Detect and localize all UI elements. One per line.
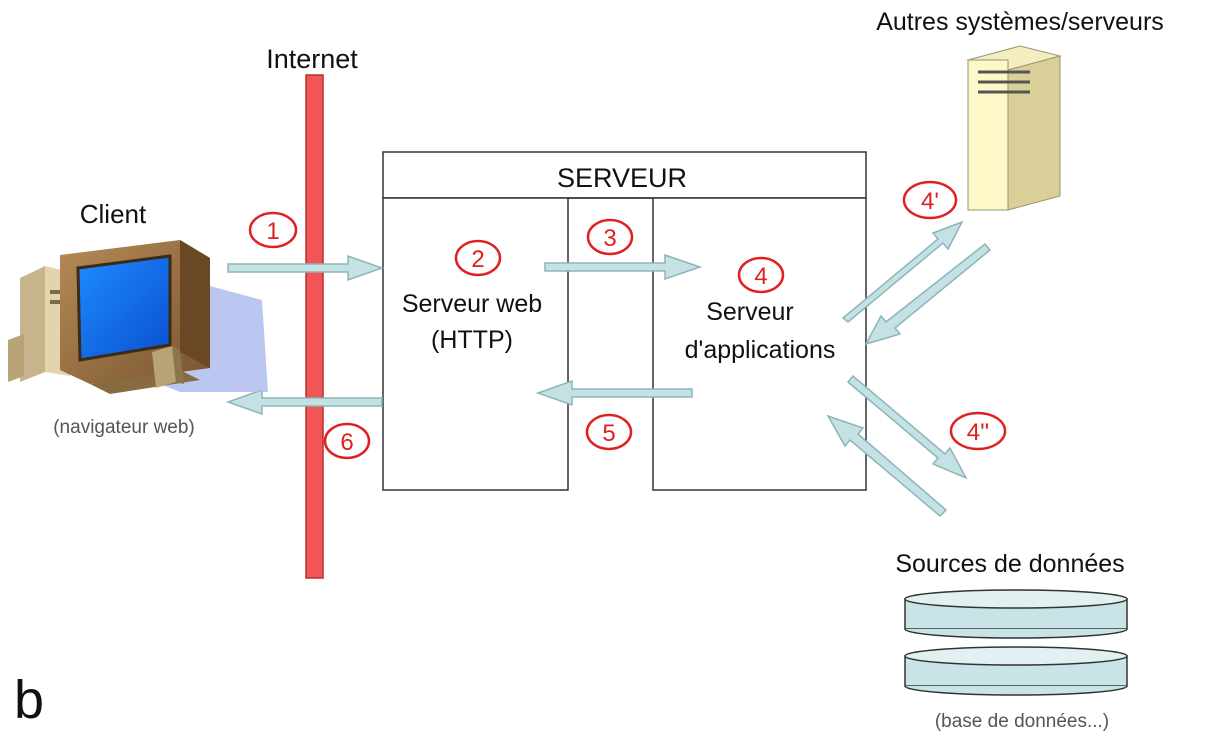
arrow-app-to-data <box>846 374 968 480</box>
arrow-step-6 <box>225 388 383 416</box>
step-1-badge: 1 <box>248 211 298 249</box>
database-icon <box>904 589 1128 696</box>
other-systems-label: Autres systèmes/serveurs <box>876 8 1164 36</box>
app-server-label-2: d'applications <box>685 336 836 364</box>
arrow-systems-to-app <box>864 242 992 346</box>
step-4-double-prime-badge: 4'' <box>949 411 1007 451</box>
svg-text:4': 4' <box>921 188 939 215</box>
step-2-badge: 2 <box>454 239 502 277</box>
arrow-step-1 <box>227 254 385 282</box>
step-5-badge: 5 <box>585 413 633 451</box>
server-tower-icon <box>966 45 1062 211</box>
svg-text:4'': 4'' <box>967 419 990 446</box>
arrow-data-to-app <box>826 414 948 518</box>
app-server-label-1: Serveur <box>706 298 794 326</box>
corner-letter: b <box>14 670 44 730</box>
data-sources-label: Sources de données <box>895 550 1124 578</box>
svg-text:2: 2 <box>471 246 484 273</box>
arrow-step-3 <box>544 253 703 281</box>
svg-text:4: 4 <box>754 263 767 290</box>
step-4-badge: 4 <box>737 256 785 294</box>
client-label: Client <box>80 199 147 229</box>
computer-icon <box>8 240 268 394</box>
arrow-app-to-systems <box>841 220 964 323</box>
client-sublabel: (navigateur web) <box>53 417 195 438</box>
web-server-label-2: (HTTP) <box>431 326 513 354</box>
server-title: SERVEUR <box>557 163 687 193</box>
web-server-label-1: Serveur web <box>402 290 542 318</box>
step-4-prime-badge: 4' <box>902 180 958 220</box>
arrow-step-5 <box>535 379 693 407</box>
svg-text:1: 1 <box>266 218 279 245</box>
step-3-badge: 3 <box>586 218 634 256</box>
svg-text:5: 5 <box>602 420 615 447</box>
svg-text:3: 3 <box>603 225 616 252</box>
svg-text:6: 6 <box>340 429 353 456</box>
internet-label: Internet <box>266 44 358 74</box>
data-sources-sublabel: (base de données...) <box>935 711 1109 732</box>
internet-bar <box>305 74 324 579</box>
app-server-box <box>652 197 867 491</box>
step-6-badge: 6 <box>323 422 371 460</box>
